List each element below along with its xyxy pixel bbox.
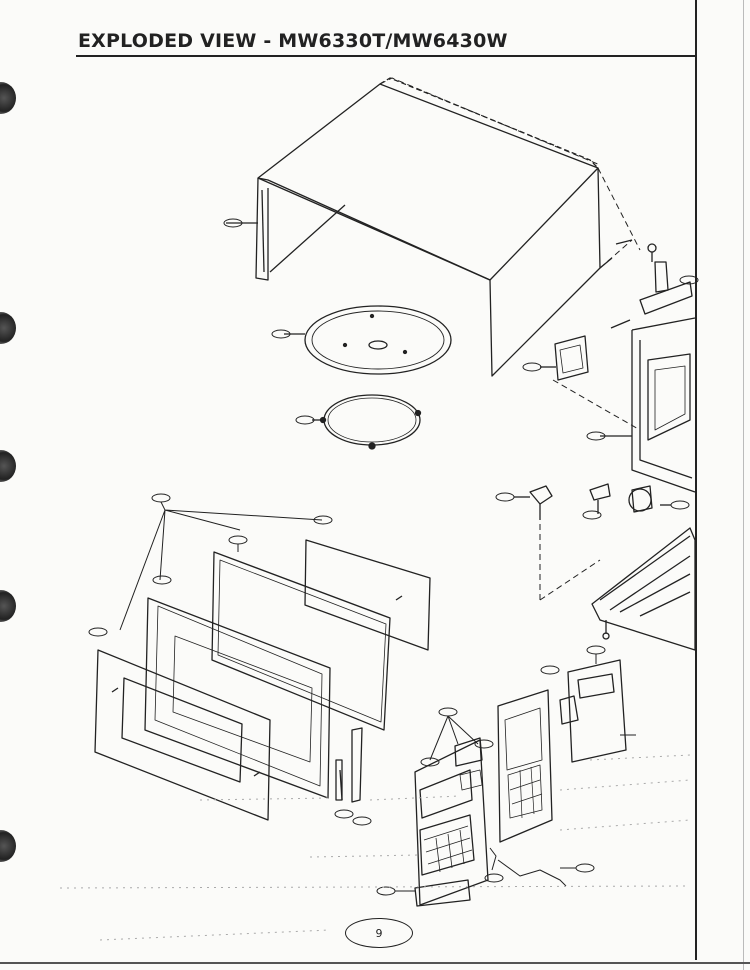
binder-hole-3 bbox=[0, 450, 16, 482]
outer-cabinet bbox=[223, 77, 613, 377]
roller-ring bbox=[295, 394, 422, 450]
page-edge-line bbox=[743, 0, 744, 970]
binder-hole-4 bbox=[0, 590, 16, 622]
binder-hole-5 bbox=[0, 830, 16, 862]
door-callouts bbox=[88, 493, 333, 637]
scan-artifacts bbox=[59, 754, 691, 941]
page-title: EXPLODED VIEW - MW6330T/MW6430W bbox=[78, 30, 508, 52]
waveguide-cover bbox=[522, 335, 589, 381]
right-margin-line bbox=[695, 0, 697, 960]
binder-hole-1 bbox=[0, 82, 16, 114]
base-plate bbox=[591, 527, 696, 651]
control-panel-assembly bbox=[376, 645, 636, 907]
assembly-guide-lines bbox=[379, 77, 641, 601]
cavity-assembly bbox=[586, 239, 699, 493]
bottom-edge-line bbox=[0, 962, 750, 964]
turntable-tray bbox=[271, 305, 452, 375]
motor-and-switch-parts bbox=[495, 483, 690, 520]
title-underline bbox=[76, 55, 696, 57]
door-assembly bbox=[94, 539, 431, 821]
binder-hole-2 bbox=[0, 312, 16, 344]
page-number: 9 bbox=[375, 926, 383, 940]
door-latch-parts bbox=[334, 727, 372, 826]
page-number-badge: 9 bbox=[345, 918, 413, 948]
